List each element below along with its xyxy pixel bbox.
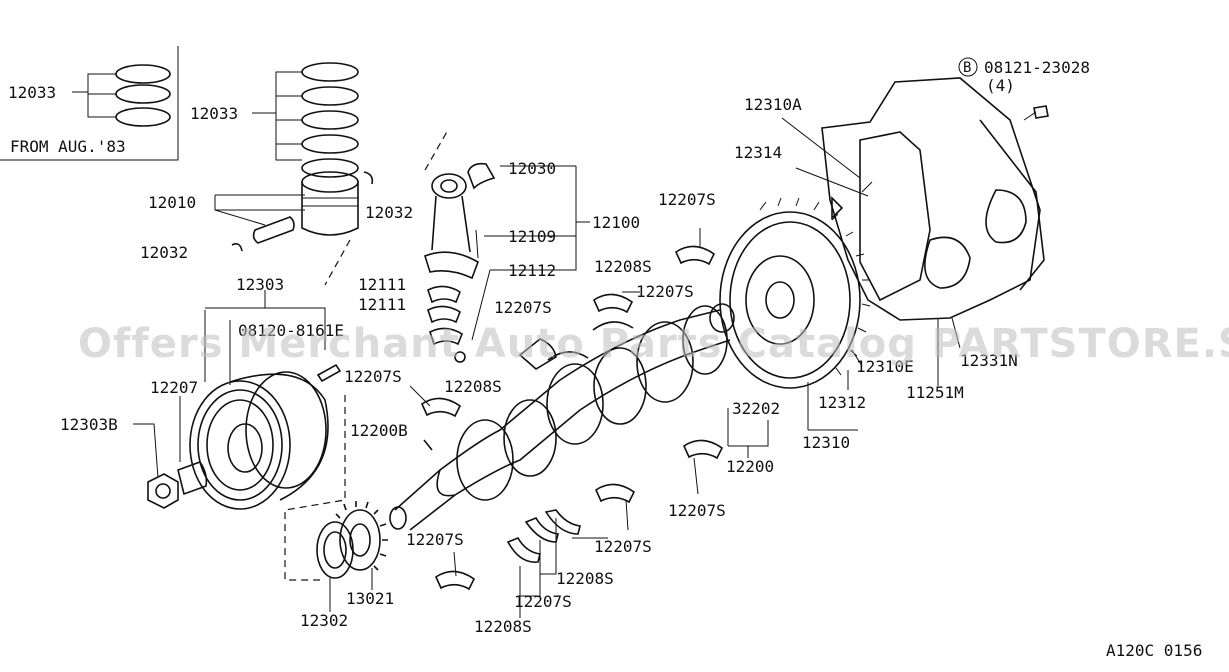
label-12010: 12010 bbox=[148, 193, 196, 212]
label-12208s-top: 12208S bbox=[594, 257, 652, 276]
label-12207s-mid: 12207S bbox=[636, 282, 694, 301]
label-11251m: 11251M bbox=[906, 383, 964, 402]
label-12208s-bottom: 12208S bbox=[474, 617, 532, 636]
label-12112: 12112 bbox=[508, 261, 556, 280]
label-12208s-lower: 12208S bbox=[556, 569, 614, 588]
label-12200b: 12200B bbox=[350, 421, 408, 440]
crank-pulley bbox=[133, 290, 346, 581]
label-12207s-lowright: 12207S bbox=[594, 537, 652, 556]
watermark: Offers Merchant Auto Parts Catalog PARTS… bbox=[78, 321, 1229, 367]
label-12207s-bottom: 12207S bbox=[514, 592, 572, 611]
label-12033-inset: 12033 bbox=[8, 83, 56, 102]
label-12109: 12109 bbox=[508, 227, 556, 246]
label-12207s-right: 12207S bbox=[668, 501, 726, 520]
label-12032-upper: 12032 bbox=[365, 203, 413, 222]
label-12200: 12200 bbox=[726, 457, 774, 476]
label-12030: 12030 bbox=[508, 159, 556, 178]
part-labels: 12033 FROM AUG.'83 12033 12010 12032 120… bbox=[8, 57, 1202, 660]
label-12310a: 12310A bbox=[744, 95, 802, 114]
label-12207s-bottom-left: 12207S bbox=[406, 530, 464, 549]
label-12207s-top: 12207S bbox=[658, 190, 716, 209]
crankshaft bbox=[389, 303, 735, 531]
label-13021: 13021 bbox=[346, 589, 394, 608]
flywheel bbox=[719, 197, 871, 458]
label-12207s-left: 12207S bbox=[344, 367, 402, 386]
timing-gear bbox=[316, 501, 388, 612]
bolt-callout-circle bbox=[958, 57, 978, 77]
label-12032-lower: 12032 bbox=[140, 243, 188, 262]
footer-code: A120C 0156 bbox=[1106, 641, 1202, 660]
label-bolt-qty: (4) bbox=[986, 76, 1015, 95]
label-12100: 12100 bbox=[592, 213, 640, 232]
connecting-rod bbox=[424, 129, 590, 363]
label-12208s-center: 12208S bbox=[444, 377, 502, 396]
label-12331n: 12331N bbox=[960, 351, 1018, 370]
bolt-callout-letter: B bbox=[963, 60, 971, 76]
label-12111-lower: 12111 bbox=[358, 295, 406, 314]
label-12314: 12314 bbox=[734, 143, 782, 162]
label-12207s-center: 12207S bbox=[494, 298, 552, 317]
rear-plate bbox=[781, 77, 1049, 386]
label-12310: 12310 bbox=[802, 433, 850, 452]
label-12111-upper: 12111 bbox=[358, 275, 406, 294]
label-12303b: 12303B bbox=[60, 415, 118, 434]
label-12302: 12302 bbox=[300, 611, 348, 630]
label-08121-23028: 08121-23028 bbox=[984, 58, 1090, 77]
piston-rings-stack bbox=[252, 62, 359, 178]
label-08120-8161e: 08120-8161E bbox=[238, 321, 344, 340]
label-12303: 12303 bbox=[236, 275, 284, 294]
main-bearings bbox=[409, 228, 724, 618]
label-from-aug-83: FROM AUG.'83 bbox=[10, 137, 126, 156]
label-12312: 12312 bbox=[818, 393, 866, 412]
ring-inset-box bbox=[0, 46, 179, 161]
piston bbox=[214, 171, 374, 286]
label-12033: 12033 bbox=[190, 104, 238, 123]
label-12207: 12207 bbox=[150, 378, 198, 397]
label-12310e: 12310E bbox=[856, 357, 914, 376]
label-32202: 32202 bbox=[732, 399, 780, 418]
